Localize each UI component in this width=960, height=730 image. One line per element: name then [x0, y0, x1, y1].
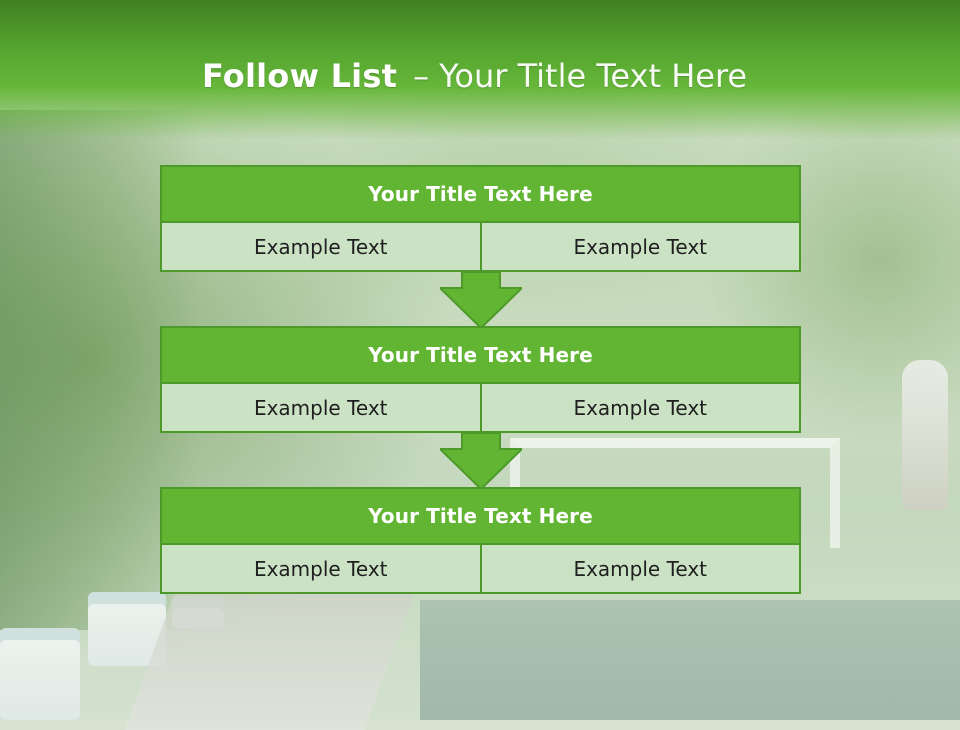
- canal-water: [420, 600, 960, 720]
- step-left-cell: Example Text: [160, 384, 482, 433]
- follow-step-2: Your Title Text Here Example Text Exampl…: [160, 326, 801, 433]
- down-arrow-icon: [440, 433, 522, 489]
- garden-path: [124, 590, 416, 730]
- slide-title: Follow List – Your Title Text Here: [202, 52, 747, 100]
- step-title: Your Title Text Here: [160, 326, 801, 384]
- title-separator: –: [413, 57, 430, 95]
- step-left-cell: Example Text: [160, 545, 482, 594]
- step-row: Example Text Example Text: [160, 545, 801, 594]
- title-rest: Your Title Text Here: [439, 57, 748, 95]
- follow-step-1: Your Title Text Here Example Text Exampl…: [160, 165, 801, 272]
- down-arrow-icon: [440, 272, 522, 328]
- step-row: Example Text Example Text: [160, 384, 801, 433]
- stone-urn: [902, 360, 948, 510]
- step-title: Your Title Text Here: [160, 487, 801, 545]
- step-right-cell: Example Text: [481, 545, 801, 594]
- step-row: Example Text Example Text: [160, 223, 801, 272]
- follow-step-3: Your Title Text Here Example Text Exampl…: [160, 487, 801, 594]
- step-right-cell: Example Text: [481, 223, 801, 272]
- step-left-cell: Example Text: [160, 223, 482, 272]
- header-band: [0, 0, 960, 140]
- title-strong: Follow List: [202, 57, 398, 95]
- planter: [0, 628, 80, 720]
- step-right-cell: Example Text: [481, 384, 801, 433]
- step-title: Your Title Text Here: [160, 165, 801, 223]
